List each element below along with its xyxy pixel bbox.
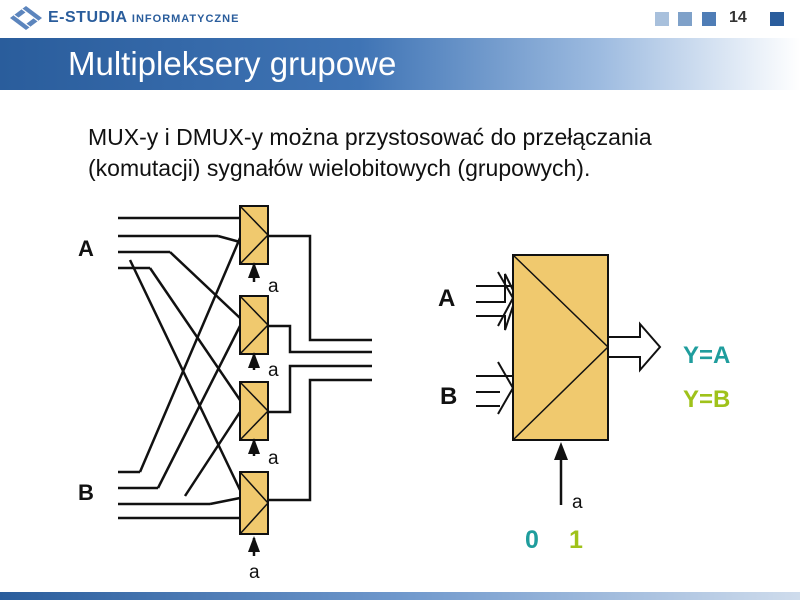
bus-arrow-b-icon xyxy=(476,361,514,415)
right-select-arrow-icon xyxy=(554,442,568,460)
select-value-zero: 0 xyxy=(525,526,539,554)
footer-bar xyxy=(0,592,800,600)
left-mux-blocks xyxy=(239,205,270,552)
left-group-mux xyxy=(118,216,372,556)
right-select-label: a xyxy=(572,492,583,513)
left-select-label-2: a xyxy=(268,360,279,381)
mux-block-3 xyxy=(239,381,270,441)
right-group-mux xyxy=(476,254,662,505)
brand-sub: INFORMATYCZNE xyxy=(131,13,240,25)
select-arrow-4-icon xyxy=(248,536,260,552)
intro-line-1: MUX-y i DMUX-y można przystosować do prz… xyxy=(88,124,652,150)
right-input-a-label: A xyxy=(438,285,455,312)
header-square-2 xyxy=(678,12,692,26)
bus-output-arrow-icon xyxy=(607,321,662,373)
select-arrow-3-icon xyxy=(248,438,260,454)
right-input-b-label: B xyxy=(440,383,457,410)
mux-block-4 xyxy=(239,471,270,535)
title-bar xyxy=(0,38,800,90)
e-studia-logo-icon xyxy=(10,6,42,30)
output-y-equals-a: Y=A xyxy=(683,342,730,369)
page-number: 14 xyxy=(729,9,747,26)
output-y-equals-b: Y=B xyxy=(683,386,730,413)
mux-block-2 xyxy=(239,295,270,355)
intro-line-2: (komutacji) sygnałów wielobitowych (grup… xyxy=(88,155,591,181)
select-arrow-1-icon xyxy=(248,262,260,278)
left-input-b-label: B xyxy=(78,480,94,505)
intro-text: MUX-y i DMUX-y można przystosować do prz… xyxy=(88,122,778,184)
select-value-one: 1 xyxy=(569,526,583,554)
header-square-1 xyxy=(655,12,669,26)
header-square-4 xyxy=(770,12,784,26)
header-bar: E-STUDIA INFORMATYCZNE 14 xyxy=(0,0,800,38)
left-select-label-4: a xyxy=(249,562,260,583)
left-input-a-label: A xyxy=(78,236,94,261)
header-square-3 xyxy=(702,12,716,26)
select-arrow-2-icon xyxy=(248,352,260,368)
brand-main: E-STUDIA xyxy=(48,9,127,26)
mux-block-1 xyxy=(239,205,270,265)
left-select-label-1: a xyxy=(268,276,279,297)
slide-title: Multipleksery grupowe xyxy=(68,45,397,82)
bus-arrow-a-icon xyxy=(476,271,514,331)
left-select-label-3: a xyxy=(268,448,279,469)
brand-name: E-STUDIA INFORMATYCZNE xyxy=(48,9,239,27)
